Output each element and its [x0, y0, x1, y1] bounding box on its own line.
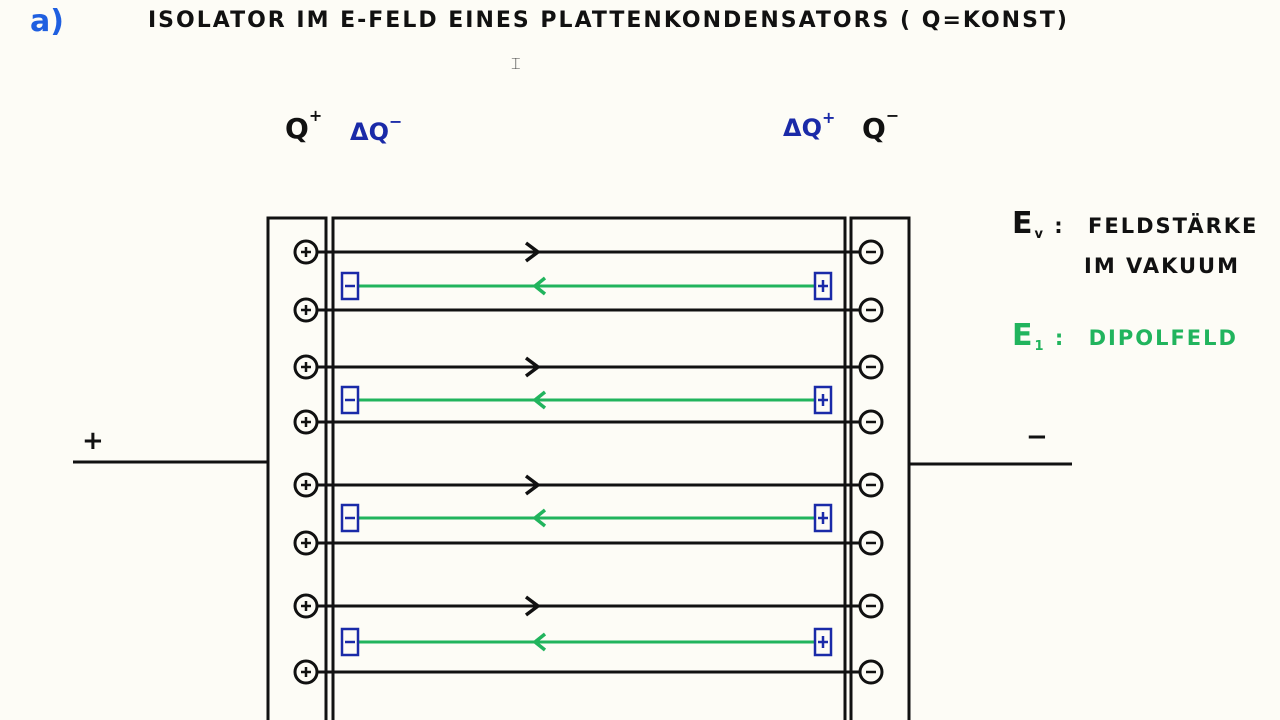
vacuum-field-line	[293, 354, 884, 380]
dipole-field-line	[340, 385, 833, 415]
left-induced-charge: ΔQ−	[350, 112, 403, 146]
vacuum-field-line	[293, 593, 884, 619]
vacuum-field-line	[293, 659, 884, 685]
dielectric-block	[331, 216, 847, 720]
dipole-field-line	[340, 503, 833, 533]
legend-vacuum-field-line2: IM VAKUUM	[1084, 254, 1241, 278]
legend-dipole-field: E1 : DIPOLFELD	[1012, 318, 1238, 355]
vacuum-field-line	[293, 297, 884, 323]
induced-negative-charge-icon	[340, 503, 360, 533]
induced-negative-charge-icon	[340, 385, 360, 415]
text-cursor-icon: ⌶	[511, 54, 521, 73]
right-plate	[849, 216, 911, 720]
right-induced-charge: ΔQ+	[783, 108, 836, 142]
positive-terminal-label: +	[82, 426, 104, 456]
vacuum-field-line	[293, 472, 884, 498]
left-plate	[266, 216, 328, 720]
induced-positive-charge-icon	[813, 271, 833, 301]
induced-positive-charge-icon	[813, 503, 833, 533]
left-plate-charge: Q+	[285, 106, 323, 145]
page-title: ISOLATOR IM E-FELD EINES PLATTENKONDENSA…	[148, 8, 1069, 33]
vacuum-field-line	[293, 530, 884, 556]
vacuum-field-line	[293, 239, 884, 265]
induced-negative-charge-icon	[340, 271, 360, 301]
dipole-field-line	[340, 271, 833, 301]
right-plate-charge: Q−	[862, 106, 900, 145]
negative-terminal-label: −	[1026, 422, 1048, 452]
induced-positive-charge-icon	[813, 385, 833, 415]
dipole-field-line	[340, 627, 833, 657]
legend-vacuum-field: Ev : FELDSTÄRKE	[1012, 206, 1259, 243]
induced-positive-charge-icon	[813, 627, 833, 657]
section-label: a)	[30, 4, 64, 39]
induced-negative-charge-icon	[340, 627, 360, 657]
vacuum-field-line	[293, 409, 884, 435]
